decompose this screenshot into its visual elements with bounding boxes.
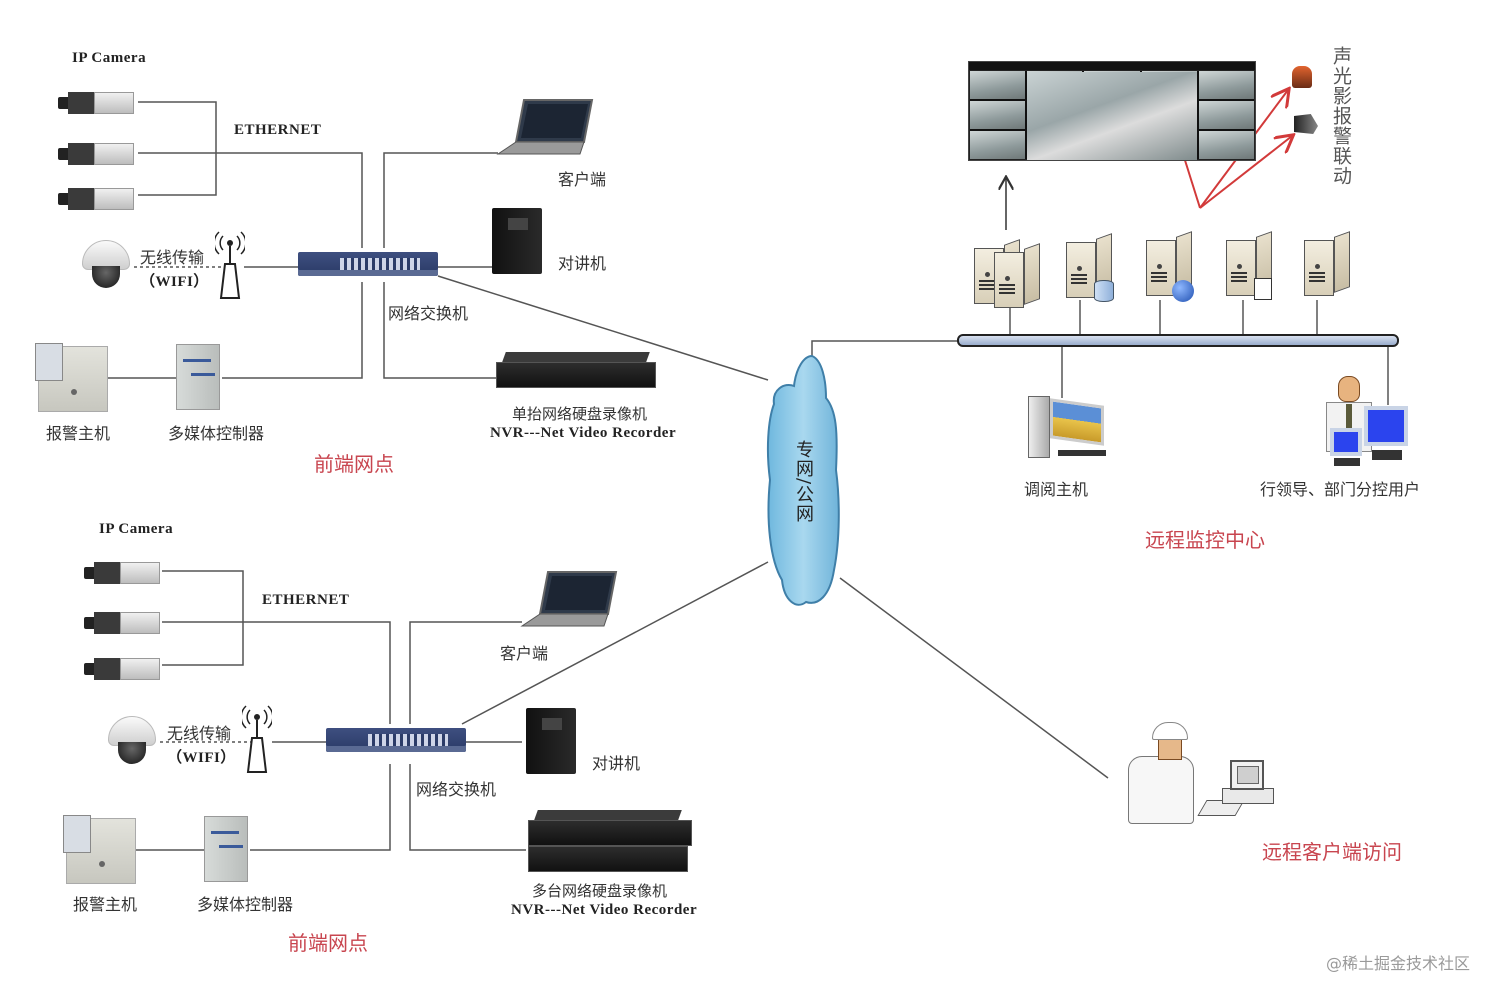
database-server-icon bbox=[1066, 232, 1112, 298]
alarm-linkage-label: 声光影报警联动 bbox=[1330, 46, 1352, 186]
server-bus bbox=[957, 334, 1399, 347]
switch-label-2: 网络交换机 bbox=[416, 780, 497, 799]
section-title-front-site-2: 前端网点 bbox=[288, 931, 368, 955]
workstation-icon bbox=[1254, 278, 1272, 300]
wifi-antenna-icon bbox=[215, 231, 245, 299]
section-title-front-site-1: 前端网点 bbox=[314, 452, 394, 476]
switch-nvr-line-2 bbox=[409, 764, 526, 851]
cloud-remote-line bbox=[839, 577, 1109, 779]
ip-camera-label-2: IP Camera bbox=[99, 521, 174, 537]
section-title-remote-client: 远程客户端访问 bbox=[1262, 840, 1402, 864]
dome-camera-icon bbox=[80, 240, 132, 292]
alarm-host-label-1: 报警主机 bbox=[46, 424, 111, 443]
ethernet-label-1: ETHERNET bbox=[234, 122, 322, 138]
cloud-center-line bbox=[811, 340, 958, 360]
cam1-line-2 bbox=[162, 570, 244, 666]
cloud-label: 专网/公网 bbox=[793, 440, 814, 524]
alarm-arrow-3 bbox=[1199, 136, 1292, 209]
intercom-icon bbox=[526, 708, 576, 774]
laptop-icon bbox=[496, 99, 594, 155]
server-icon bbox=[994, 242, 1040, 308]
wifi-label-2: （WIFI） bbox=[167, 750, 236, 766]
web-server-icon bbox=[1146, 230, 1192, 296]
section-title-monitor-center: 远程监控中心 bbox=[1145, 528, 1265, 552]
ip-camera-icon bbox=[84, 610, 162, 634]
intercom-icon bbox=[492, 208, 542, 274]
nvr-label-cn-1: 单抬网络硬盘录像机 bbox=[512, 405, 648, 423]
mmc-switch-line-2 bbox=[250, 764, 391, 851]
workstation-server-icon bbox=[1226, 230, 1272, 296]
manager-label: 行领导、部门分控用户 bbox=[1260, 480, 1421, 499]
ip-camera-icon bbox=[58, 141, 136, 165]
watermark: @稀土掘金技术社区 bbox=[1326, 954, 1471, 973]
multimedia-controller-label-2: 多媒体控制器 bbox=[197, 895, 294, 914]
wifi-label-1: （WIFI） bbox=[140, 274, 209, 290]
review-host-label: 调阅主机 bbox=[1024, 480, 1089, 499]
wifi-antenna-icon bbox=[242, 705, 272, 773]
client-label-2: 客户端 bbox=[500, 644, 549, 663]
alarm-host-icon bbox=[63, 815, 136, 884]
alarm-siren-icon bbox=[1292, 66, 1312, 88]
database-icon bbox=[1094, 280, 1114, 302]
alarm-host-icon bbox=[35, 343, 108, 412]
manager-user-icon bbox=[1320, 376, 1410, 472]
wireless-label-1: 无线传输 bbox=[140, 248, 205, 267]
switch-cloud-line-2 bbox=[461, 561, 769, 725]
alarm-speaker-icon bbox=[1294, 114, 1318, 134]
review-host-pc-icon bbox=[1024, 396, 1110, 460]
dome-camera-icon bbox=[106, 716, 158, 768]
ip-camera-icon bbox=[84, 560, 162, 584]
cloud-shape bbox=[766, 354, 840, 606]
cam2-line-2 bbox=[162, 621, 391, 724]
nvr-label-en-1: NVR---Net Video Recorder bbox=[490, 425, 677, 441]
switch-cloud-line-1 bbox=[437, 275, 769, 381]
cam1-line bbox=[138, 101, 217, 196]
intercom-label-1: 对讲机 bbox=[558, 254, 607, 273]
laptop-icon bbox=[520, 571, 618, 627]
server-icon bbox=[1304, 230, 1350, 296]
network-switch-icon bbox=[326, 728, 466, 752]
switch-uplink-2 bbox=[409, 621, 522, 724]
switch-uplink-1 bbox=[383, 152, 498, 248]
ip-camera-icon bbox=[58, 90, 136, 114]
ip-camera-label-1: IP Camera bbox=[72, 50, 147, 66]
switch-nvr-line-1 bbox=[383, 282, 496, 379]
wireless-label-2: 无线传输 bbox=[167, 724, 232, 743]
alarm-host-label-2: 报警主机 bbox=[73, 895, 138, 914]
remote-technician-icon bbox=[1118, 720, 1278, 840]
multimedia-controller-icon bbox=[176, 344, 220, 410]
multimedia-controller-label-1: 多媒体控制器 bbox=[168, 424, 265, 443]
cam2-line bbox=[138, 152, 363, 248]
nvr-icon bbox=[496, 352, 656, 388]
video-wall-icon bbox=[968, 61, 1256, 161]
mmc-switch-line-1 bbox=[222, 282, 363, 379]
intercom-label-2: 对讲机 bbox=[592, 754, 641, 773]
ip-camera-icon bbox=[84, 656, 162, 680]
nvr-label-en-2: NVR---Net Video Recorder bbox=[511, 902, 698, 918]
client-label-1: 客户端 bbox=[558, 170, 607, 189]
ip-camera-icon bbox=[58, 186, 136, 210]
nvr-label-cn-2: 多台网络硬盘录像机 bbox=[532, 882, 668, 900]
ethernet-label-2: ETHERNET bbox=[262, 592, 350, 608]
multimedia-controller-icon bbox=[204, 816, 248, 882]
globe-icon bbox=[1172, 280, 1194, 302]
network-switch-icon bbox=[298, 252, 438, 276]
nvr-stack-icon bbox=[528, 810, 692, 874]
switch-label-1: 网络交换机 bbox=[388, 304, 469, 323]
